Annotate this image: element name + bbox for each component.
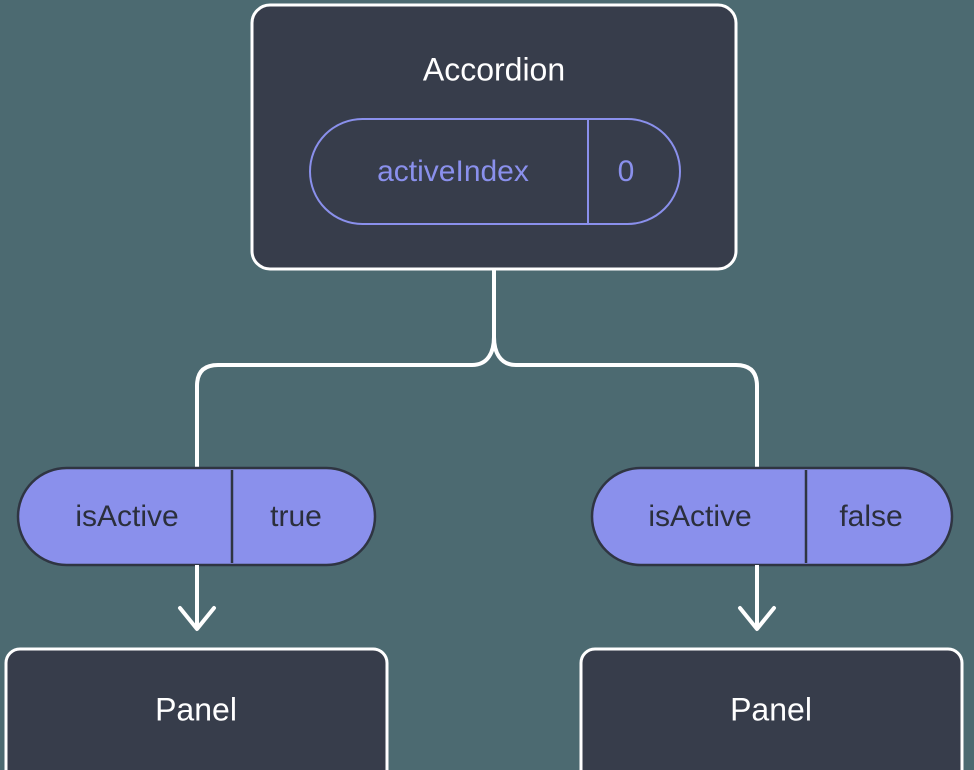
prop-pill-left-is-active[interactable]: isActive true (16, 466, 377, 567)
connector-arrow-right (738, 565, 776, 631)
connector-arrow-right-head (738, 606, 776, 631)
branch-left: isActive true Panel (4, 466, 389, 770)
state-pill-active-index-value: 0 (618, 155, 635, 188)
prop-pill-right-is-active[interactable]: isActive false (590, 466, 954, 567)
prop-pill-right-shape[interactable] (590, 466, 954, 567)
connector-arrow-left-head (178, 606, 216, 631)
node-panel-left-title: Panel (155, 691, 237, 727)
prop-pill-left-key: isActive (75, 500, 178, 533)
node-accordion-title: Accordion (423, 51, 565, 87)
prop-pill-right-value: false (839, 500, 902, 533)
connector-fork-junction (492, 336, 759, 468)
node-panel-right-box[interactable] (579, 647, 964, 770)
node-panel-left-box[interactable] (4, 647, 389, 770)
node-accordion[interactable]: Accordion activeIndex 0 (250, 3, 738, 271)
state-pill-active-index-shape[interactable] (309, 118, 681, 225)
branch-right: isActive false Panel (579, 466, 964, 770)
node-panel-left[interactable]: Panel (4, 647, 389, 770)
prop-pill-right-key: isActive (648, 500, 751, 533)
node-accordion-box[interactable] (250, 3, 738, 271)
connector-fork-junction-mirror (195, 336, 496, 468)
connector-group (195, 269, 759, 468)
node-panel-right-title: Panel (730, 691, 812, 727)
state-pill-active-index-key: activeIndex (377, 155, 529, 188)
connector-arrow-left (178, 565, 216, 631)
prop-pill-left-value: true (270, 500, 322, 533)
node-panel-right[interactable]: Panel (579, 647, 964, 770)
state-pill-active-index[interactable]: activeIndex 0 (309, 118, 681, 225)
